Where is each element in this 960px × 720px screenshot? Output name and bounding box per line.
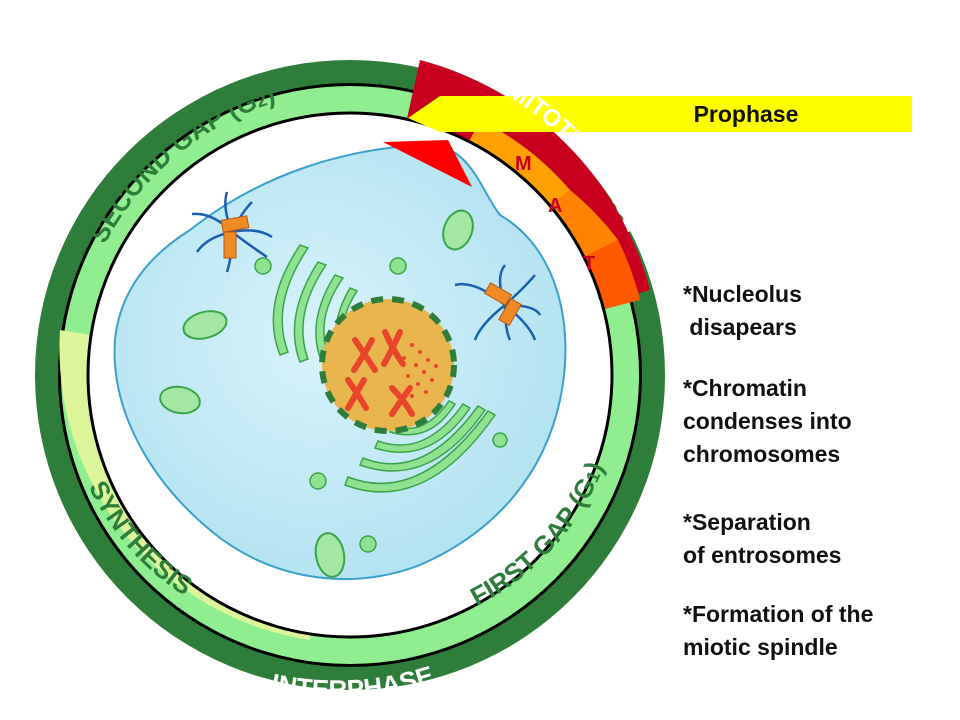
nucleus <box>319 296 457 434</box>
centrosome-right <box>454 264 542 341</box>
vesicles <box>254 257 508 553</box>
stage-t-label: T <box>583 253 595 275</box>
chromosomes <box>345 329 415 417</box>
nucleolus-dots <box>402 343 438 398</box>
mitochondria <box>159 209 474 578</box>
prophase-label: Prophase <box>694 101 799 127</box>
stage-a-label: A <box>548 195 562 217</box>
stage-m-label: M <box>515 153 532 175</box>
note-spindle: *Formation of the miotic spindle <box>683 601 874 660</box>
prophase-callout <box>408 96 912 132</box>
note-centrosomes: *Separation of entrosomes <box>683 509 842 568</box>
pointer-triangle <box>383 140 472 187</box>
note-chromatin: *Chromatin condenses into chromosomes <box>683 375 852 467</box>
note-nucleolus: *Nucleolus disapears <box>683 281 802 340</box>
centrosome-left <box>191 191 273 273</box>
